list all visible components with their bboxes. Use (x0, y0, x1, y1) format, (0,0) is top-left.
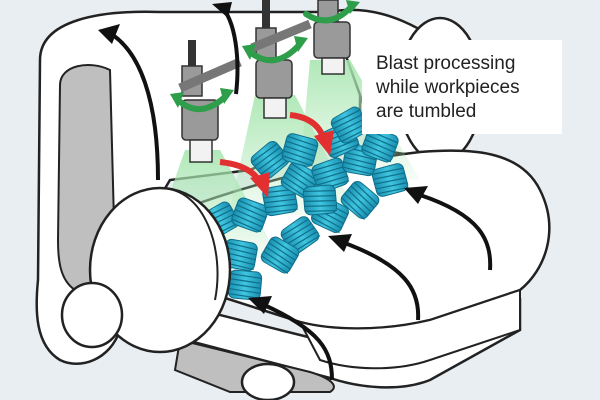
conveyor-arrow-left-top (106, 30, 160, 181)
bottom-center-roller (240, 362, 296, 400)
workpiece-coil (260, 236, 300, 274)
rotation-arrow-2 (247, 41, 303, 64)
workpiece-coil (231, 197, 269, 233)
belt-front-lip (298, 288, 521, 370)
workpiece-coil (262, 183, 298, 217)
workpiece-coil (311, 157, 350, 193)
lower-left-roller (60, 281, 124, 349)
curved-arrow-icon (219, 112, 334, 198)
workpiece-coil (250, 140, 291, 180)
conveyor-arrow-right-1 (419, 193, 493, 271)
conveyor-arrowheads (98, 2, 428, 314)
caption-box: Blast processing while workpieces are tu… (362, 40, 562, 134)
workpiece-coil (302, 184, 338, 216)
workpiece-coil (280, 216, 321, 254)
caption-text: Blast processing while workpieces are tu… (376, 53, 520, 122)
rotation-arrowheads (170, 0, 360, 108)
workpiece-coil (340, 180, 380, 220)
curved-double-arrow-icon (175, 3, 355, 112)
workpiece-coil (330, 106, 371, 144)
front-roller (60, 186, 296, 400)
conveyor-arrow-right-2 (341, 240, 421, 321)
workpiece-coil (371, 163, 409, 197)
conveyor-arrow-bottom (261, 302, 334, 381)
workpiece-coil (227, 269, 263, 301)
workpiece-coil (281, 133, 319, 167)
rotation-arrow-3 (303, 3, 355, 24)
belt-motion-arrow-icon (106, 3, 493, 381)
nozzle-2 (250, 0, 312, 119)
rotation-arrow-1 (175, 93, 229, 112)
